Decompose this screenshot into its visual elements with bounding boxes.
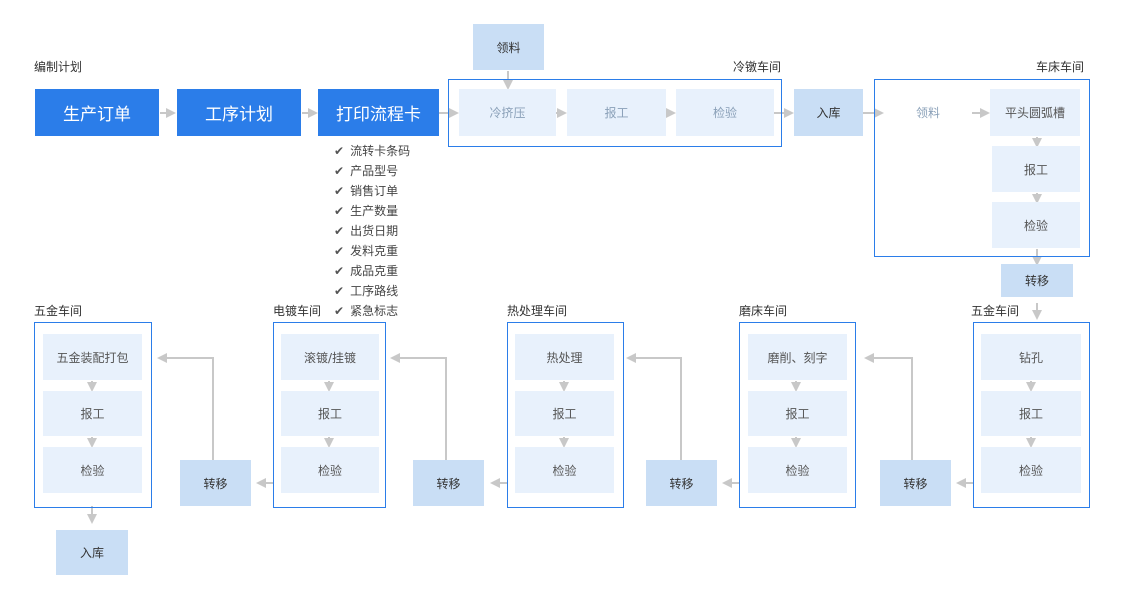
check-icon: ✔ — [334, 304, 345, 318]
field-item: ✔流转卡条码 — [334, 144, 411, 158]
grinding-transfer-box[interactable]: 转移 — [646, 460, 717, 506]
plating-report-step[interactable]: 报工 — [281, 391, 379, 436]
grinding-workshop-title: 磨床车间 — [739, 304, 788, 318]
assembly-packing-step[interactable]: 五金装配打包 — [43, 334, 142, 380]
cold-heading-material-pick[interactable]: 领料 — [473, 24, 544, 70]
packing-inspect-step[interactable]: 检验 — [43, 447, 142, 493]
cold-inspect-step[interactable]: 检验 — [676, 89, 774, 136]
plating-step[interactable]: 滚镀/挂镀 — [281, 334, 379, 380]
check-icon: ✔ — [334, 144, 345, 158]
lathe-report-step[interactable]: 报工 — [992, 146, 1080, 192]
production-order-box[interactable]: 生产订单 — [35, 89, 159, 136]
field-item: ✔成品克重 — [334, 264, 399, 278]
check-icon: ✔ — [334, 204, 345, 218]
field-item: ✔紧急标志 — [334, 304, 399, 318]
final-warehouse-in-box[interactable]: 入库 — [56, 530, 128, 575]
drill-inspect-step[interactable]: 检验 — [981, 447, 1081, 493]
cold-heading-workshop-frame — [448, 79, 782, 147]
field-item: ✔产品型号 — [334, 164, 399, 178]
drill-step[interactable]: 钻孔 — [981, 334, 1081, 380]
lathe-title: 车床车间 — [1036, 60, 1085, 74]
packing-workshop-frame — [34, 322, 152, 508]
grinding-workshop-frame — [739, 322, 856, 508]
packing-report-step[interactable]: 报工 — [43, 391, 142, 436]
plan-section-label: 编制计划 — [34, 60, 83, 74]
field-item: ✔销售订单 — [334, 184, 399, 198]
check-icon: ✔ — [334, 184, 345, 198]
check-icon: ✔ — [334, 164, 345, 178]
lathe-groove-step[interactable]: 平头圆弧槽 — [990, 89, 1080, 136]
warehouse-in-box[interactable]: 入库 — [794, 89, 863, 136]
cold-extrude-step[interactable]: 冷挤压 — [459, 89, 556, 136]
grinding-engrave-step[interactable]: 磨削、刻字 — [748, 334, 847, 380]
heat-report-step[interactable]: 报工 — [515, 391, 614, 436]
elbow-transfer-to-packing — [157, 353, 214, 460]
lathe-transfer-box[interactable]: 转移 — [1001, 264, 1073, 297]
check-icon: ✔ — [334, 244, 345, 258]
packing-workshop-title: 五金车间 — [34, 304, 83, 318]
drill-workshop-frame — [973, 322, 1090, 508]
field-item: ✔工序路线 — [334, 284, 399, 298]
elbow-transfer-to-plating — [390, 353, 447, 460]
flow-card-field-list: ✔流转卡条码 ✔产品型号 ✔销售订单 ✔生产数量 ✔出货日期 ✔发料克重 ✔成品… — [334, 141, 410, 321]
plating-transfer-box[interactable]: 转移 — [180, 460, 251, 506]
field-item: ✔发料克重 — [334, 244, 399, 258]
heat-transfer-box[interactable]: 转移 — [413, 460, 484, 506]
lathe-material-pick-step[interactable]: 领料 — [915, 106, 940, 120]
plating-inspect-step[interactable]: 检验 — [281, 447, 379, 493]
field-item: ✔生产数量 — [334, 204, 399, 218]
check-icon: ✔ — [334, 284, 345, 298]
cold-heading-title: 冷镦车间 — [733, 60, 782, 74]
print-flow-card-box[interactable]: 打印流程卡 — [318, 89, 439, 136]
process-plan-box[interactable]: 工序计划 — [177, 89, 301, 136]
grinding-report-step[interactable]: 报工 — [748, 391, 847, 436]
drill-workshop-title: 五金车间 — [971, 304, 1020, 318]
cold-report-step[interactable]: 报工 — [567, 89, 666, 136]
drill-transfer-box[interactable]: 转移 — [880, 460, 951, 506]
grinding-inspect-step[interactable]: 检验 — [748, 447, 847, 493]
check-icon: ✔ — [334, 224, 345, 238]
heat-workshop-frame — [507, 322, 624, 508]
heat-treatment-step[interactable]: 热处理 — [515, 334, 614, 380]
heat-workshop-title: 热处理车间 — [507, 304, 568, 318]
drill-report-step[interactable]: 报工 — [981, 391, 1081, 436]
plating-workshop-frame — [273, 322, 386, 508]
elbow-transfer-to-grinding — [864, 353, 913, 460]
field-item: ✔出货日期 — [334, 224, 399, 238]
lathe-inspect-step[interactable]: 检验 — [992, 202, 1080, 248]
lathe-workshop-frame — [874, 79, 1090, 257]
check-icon: ✔ — [334, 264, 345, 278]
elbow-transfer-to-heat — [626, 353, 682, 460]
heat-inspect-step[interactable]: 检验 — [515, 447, 614, 493]
plating-workshop-title: 电镀车间 — [273, 304, 322, 318]
